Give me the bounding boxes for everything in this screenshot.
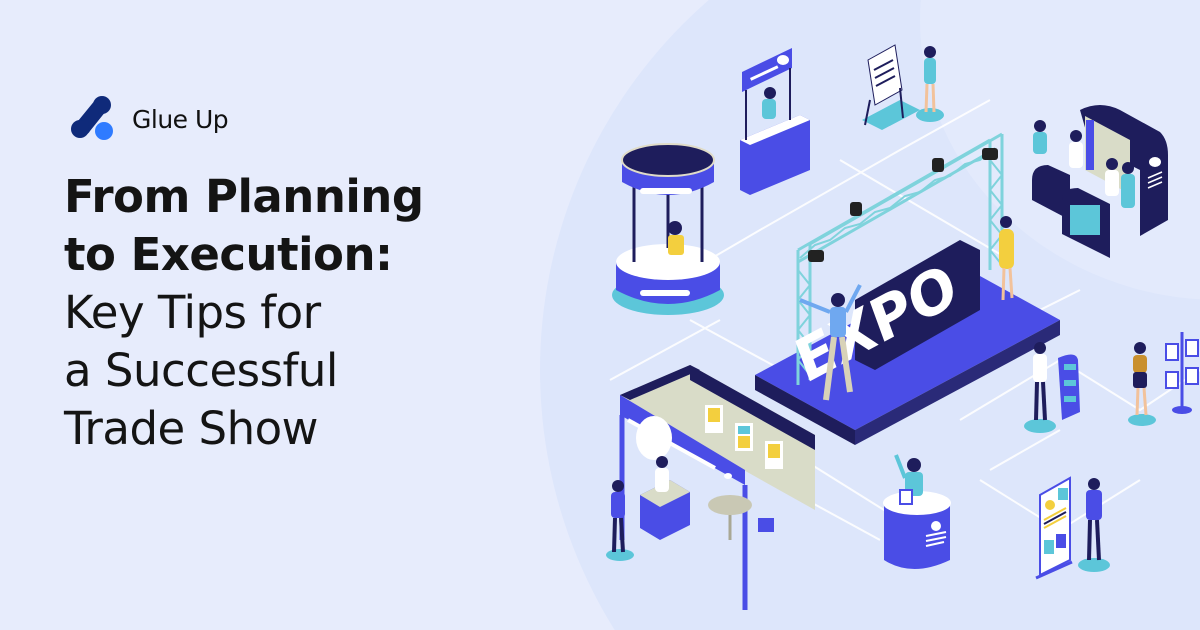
headline-line-1: From Planning [64, 170, 424, 223]
brochure-stand [1024, 342, 1080, 433]
brand-name: Glue Up [132, 104, 229, 134]
glue-up-logo-icon [71, 96, 113, 140]
headline-line-2: to Execution: [64, 228, 393, 281]
expo-stage: EXPO [755, 132, 1060, 445]
page-title: From Planning to Execution: Key Tips for… [64, 168, 544, 458]
brand-logo: Glue Up [66, 95, 229, 143]
podium-counter [883, 454, 951, 569]
rollup-banner [1035, 476, 1110, 580]
headline-line-3: Key Tips for [64, 286, 321, 339]
curved-reception-booth [1032, 105, 1168, 258]
flipchart-presenter [862, 44, 944, 130]
headline-line-4: a Successful [64, 344, 338, 397]
booth-posters [705, 405, 783, 469]
headline-line-5: Trade Show [64, 402, 318, 455]
meeting-booth [606, 365, 815, 610]
round-kiosk-booth [612, 143, 724, 315]
display-rack [1128, 332, 1199, 426]
laptop-counter-booth [740, 48, 810, 195]
